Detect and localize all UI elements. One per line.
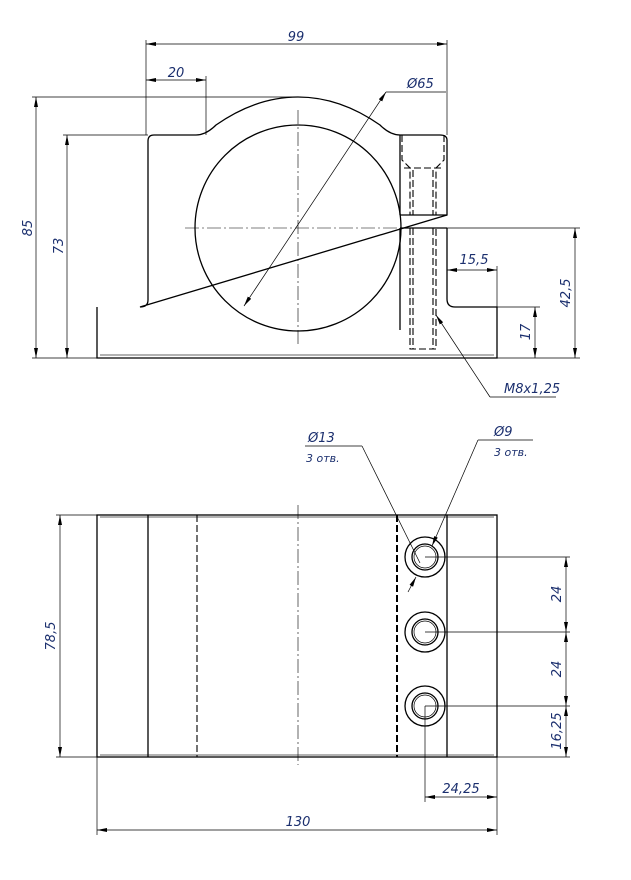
thread-label: M8x1,25 [504, 382, 560, 397]
dim-73: 73 [52, 238, 67, 255]
dim-diameter-65: Ø65 [406, 77, 434, 92]
hole-13-label: Ø13 [307, 431, 335, 446]
dim-24-25: 24,25 [442, 782, 479, 797]
dim-130: 130 [286, 815, 311, 830]
dim-17: 17 [519, 323, 534, 340]
dim-24-a: 24 [550, 586, 565, 603]
dim-16-25: 16,25 [550, 712, 565, 749]
front-view: 99 20 Ø65 85 73 42,5 17 15,5 M8x1,25 [21, 30, 580, 398]
mounting-holes [404, 536, 446, 727]
dim-24-b: 24 [550, 661, 565, 678]
dim-78-5: 78,5 [44, 622, 59, 651]
dim-42-5: 42,5 [559, 279, 574, 308]
dim-15-5: 15,5 [460, 253, 489, 268]
hole-9-label: Ø9 [493, 425, 513, 440]
plan-view: Ø13 3 отв. Ø9 3 отв. 78,5 130 24,25 24 2… [44, 425, 570, 835]
dim-99: 99 [288, 30, 305, 45]
hole-9-count: 3 отв. [494, 446, 528, 459]
hole-13-count: 3 отв. [306, 452, 340, 465]
dim-20: 20 [168, 66, 185, 81]
dim-85: 85 [21, 220, 36, 237]
